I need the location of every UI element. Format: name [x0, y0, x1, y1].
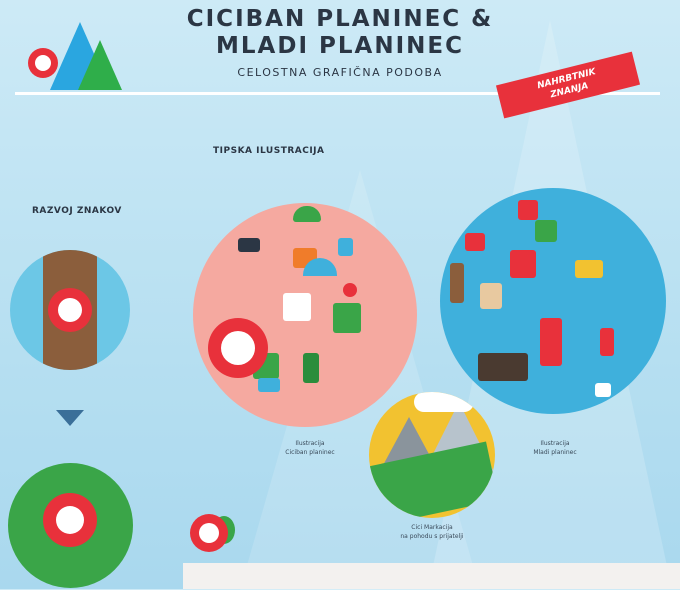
mascot-character [185, 512, 240, 562]
mascot-face [221, 331, 255, 365]
mascot-mark-illustration [8, 463, 133, 588]
markacija-illustration [369, 392, 495, 518]
divider [15, 92, 660, 95]
arrow-down-icon [56, 410, 84, 426]
hiker-item [540, 318, 562, 366]
card-item [283, 293, 311, 321]
map-item [480, 283, 502, 309]
cloud-shape [414, 392, 474, 412]
page-subtitle: CELOSTNA GRAFIČNA PODOBA [237, 66, 443, 79]
ibex-item [478, 353, 528, 381]
caption-line: Ilustracija [295, 440, 325, 447]
logo-tree-green [78, 40, 122, 90]
section-title-razvoj: RAZVOJ ZNAKOV [32, 206, 122, 216]
sausage-item [450, 263, 464, 303]
sweater-item [510, 250, 536, 278]
tree-mark-illustration [10, 250, 130, 370]
hat-item [293, 206, 321, 222]
blanket-item [535, 220, 557, 242]
caption-line: na pohodu s prijatelji [400, 533, 464, 540]
caption-line: Ilustracija [540, 440, 570, 447]
glasses-item [238, 238, 260, 252]
caption-line: Mladi planinec [533, 449, 577, 456]
logo [22, 18, 127, 94]
apple-item [343, 283, 357, 297]
section-title-tipska: TIPSKA ILUSTRACIJA [213, 146, 325, 156]
mitten-item [465, 233, 485, 251]
bottom-panel [183, 563, 680, 589]
title-line-1: CICIBAN PLANINEC & [186, 6, 494, 32]
cap-item [518, 200, 538, 220]
knife-item [600, 328, 614, 356]
logo-mascot-face [35, 55, 51, 71]
mascot-face [199, 523, 219, 543]
first-aid-item [595, 383, 611, 397]
shirt-item [333, 303, 361, 333]
markacija-center [58, 298, 82, 322]
caption-markacija: Cici Markacija na pohodu s prijatelji [372, 523, 492, 541]
caption-line: Cici Markacija [411, 524, 453, 531]
mladi-illustration [440, 188, 666, 414]
ciciban-illustration [193, 203, 417, 427]
box-item [258, 378, 280, 392]
caption-line: Ciciban planinec [285, 449, 335, 456]
page-title: CICIBAN PLANINEC &MLADI PLANINEC [0, 6, 680, 60]
bottle-item [338, 238, 353, 256]
tree-item [303, 353, 319, 383]
umbrella-item [303, 258, 337, 276]
title-line-2: MLADI PLANINEC [216, 33, 464, 59]
tent-item [575, 260, 603, 278]
mascot-face [56, 506, 84, 534]
